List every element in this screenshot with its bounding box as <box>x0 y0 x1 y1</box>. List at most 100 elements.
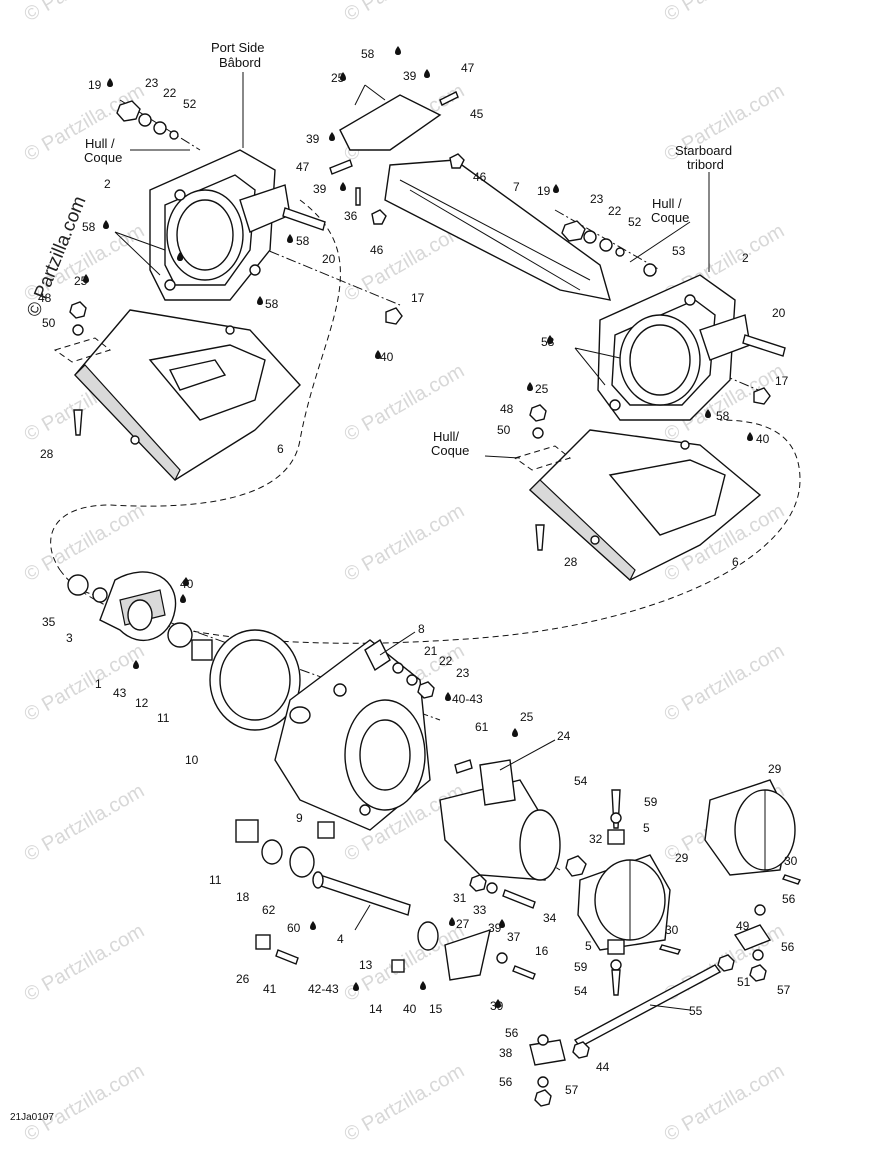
callout-39: 39 <box>306 132 320 146</box>
nut-57-rod <box>534 1089 552 1107</box>
callout-31: 31 <box>453 891 467 905</box>
nut-44 <box>572 1041 590 1059</box>
callout-19: 19 <box>88 78 102 92</box>
callout-58: 58 <box>361 47 375 61</box>
note-babord: Bâbord <box>219 55 261 70</box>
bolt-54-bottom <box>611 969 621 996</box>
nut-48-starboard <box>529 404 547 422</box>
washer-23-stbd <box>583 230 597 244</box>
watermark-text: © Partzilla.com <box>21 780 149 866</box>
callout-29: 29 <box>675 851 689 865</box>
steering-nozzle-29-lower <box>577 854 671 951</box>
callout-18: 18 <box>236 890 250 904</box>
stud-starboard <box>742 334 786 357</box>
spring-41 <box>275 949 299 965</box>
watermark-text: © Partzilla.com <box>21 920 149 1006</box>
ring-3 <box>92 587 108 603</box>
callout-49: 49 <box>736 919 750 933</box>
lubricant-drop-icon <box>107 78 113 87</box>
callout-9: 9 <box>296 811 303 825</box>
bolt-47-left <box>329 159 353 175</box>
callout-5: 5 <box>585 939 592 953</box>
drawing-code: 21Ja0107 <box>10 1112 54 1123</box>
lubricant-drop-icon <box>83 274 89 283</box>
callout-30: 30 <box>665 923 679 937</box>
callout-61: 61 <box>475 720 489 734</box>
washer-33 <box>486 882 498 894</box>
washer-22-port <box>153 121 167 135</box>
leader-24 <box>499 739 556 771</box>
callout-36: 36 <box>344 209 358 223</box>
lubricant-drop-icon <box>133 660 139 669</box>
watermark-text: © Partzilla.com <box>661 0 789 26</box>
lubricant-drop-icon <box>495 999 501 1008</box>
nut-32 <box>565 855 587 877</box>
callout-50: 50 <box>497 423 511 437</box>
venturi-24 <box>439 759 561 881</box>
lubricant-drop-icon <box>747 432 753 441</box>
washer-50-starboard <box>532 427 544 439</box>
callout-38: 38 <box>499 1046 513 1060</box>
bracket-45 <box>339 94 442 151</box>
callout-29: 29 <box>768 762 782 776</box>
lubricant-drop-icon <box>420 981 426 990</box>
callout-46: 46 <box>370 243 384 257</box>
washer-56-rod-bottom <box>537 1076 549 1088</box>
note-tribord: tribord <box>687 157 724 172</box>
lubricant-drop-icon <box>424 69 430 78</box>
callout-44: 44 <box>596 1060 610 1074</box>
watermark-text: © Partzilla.com <box>341 1060 469 1146</box>
callout-52: 52 <box>628 215 642 229</box>
nut-23-pump <box>417 681 435 699</box>
callout-54: 54 <box>574 774 588 788</box>
washer-56-rod-top <box>537 1034 549 1046</box>
callout-54: 54 <box>574 984 588 998</box>
callout-27: 27 <box>456 917 470 931</box>
note-starboard: Starboard <box>675 143 732 158</box>
watermark-text: © Partzilla.com <box>21 1060 149 1146</box>
cap-15 <box>444 928 491 981</box>
callout-43: 43 <box>113 686 127 700</box>
hull-hole-port <box>53 337 112 363</box>
lubricant-drop-icon <box>395 46 401 55</box>
trim-plate-rib <box>399 179 591 291</box>
callout-52: 52 <box>183 97 197 111</box>
lubricant-drop-icon <box>329 132 335 141</box>
callout-23: 23 <box>145 76 159 90</box>
leader-58-stbd <box>574 347 621 386</box>
shaft-spline-4 <box>312 871 324 889</box>
bearing-11-top <box>191 639 213 661</box>
nut-46-b <box>371 209 387 225</box>
washer-22-stbd <box>599 238 613 252</box>
boot-35 <box>67 574 89 596</box>
callout-14: 14 <box>369 1002 383 1016</box>
nut-19-starboard <box>561 220 586 242</box>
cover-9 <box>317 821 335 839</box>
callout-35: 35 <box>42 615 56 629</box>
screw-36 <box>355 187 361 206</box>
callout-34: 34 <box>543 911 557 925</box>
lubricant-drop-icon <box>103 220 109 229</box>
port-ride-plate <box>74 309 301 482</box>
callout-55: 55 <box>689 1004 703 1018</box>
wear-ring-10-inner <box>219 639 291 721</box>
callout-57: 57 <box>777 983 791 997</box>
nut-19-port <box>116 100 141 122</box>
callout-24: 24 <box>557 729 571 743</box>
connection-path-port <box>50 199 341 571</box>
washer-52-stbd <box>615 247 625 257</box>
callout-20: 20 <box>322 252 336 266</box>
nut-48-port <box>69 301 87 319</box>
pin-30-lower <box>658 944 682 955</box>
lubricant-drop-icon <box>340 182 346 191</box>
starboard-hull-adapter <box>597 274 751 421</box>
callout-48: 48 <box>500 402 514 416</box>
callout-56: 56 <box>499 1075 513 1089</box>
watermark-text: © Partzilla.com <box>21 0 149 26</box>
o-ring-13 <box>417 921 439 951</box>
port-hull-adapter <box>149 149 291 301</box>
starboard-ride-plate <box>528 429 762 581</box>
ball-joint-38 <box>529 1039 566 1066</box>
washer-53 <box>643 263 657 277</box>
